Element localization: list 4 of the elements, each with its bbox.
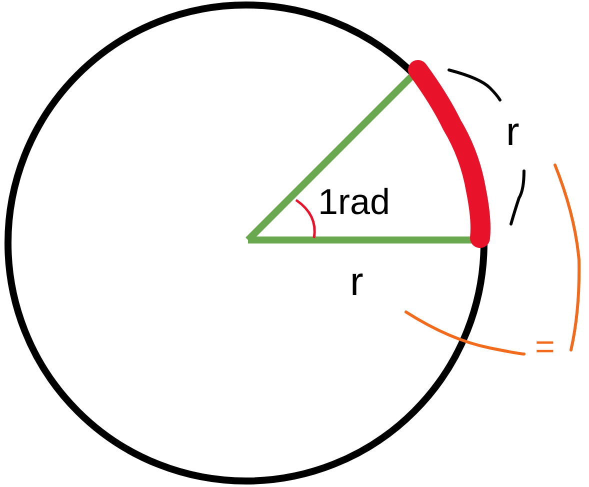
equals-sign: =: [535, 330, 555, 364]
angle-label: 1rad: [318, 184, 390, 220]
arc-length-label: r: [506, 112, 520, 152]
radius-label: r: [350, 262, 364, 302]
